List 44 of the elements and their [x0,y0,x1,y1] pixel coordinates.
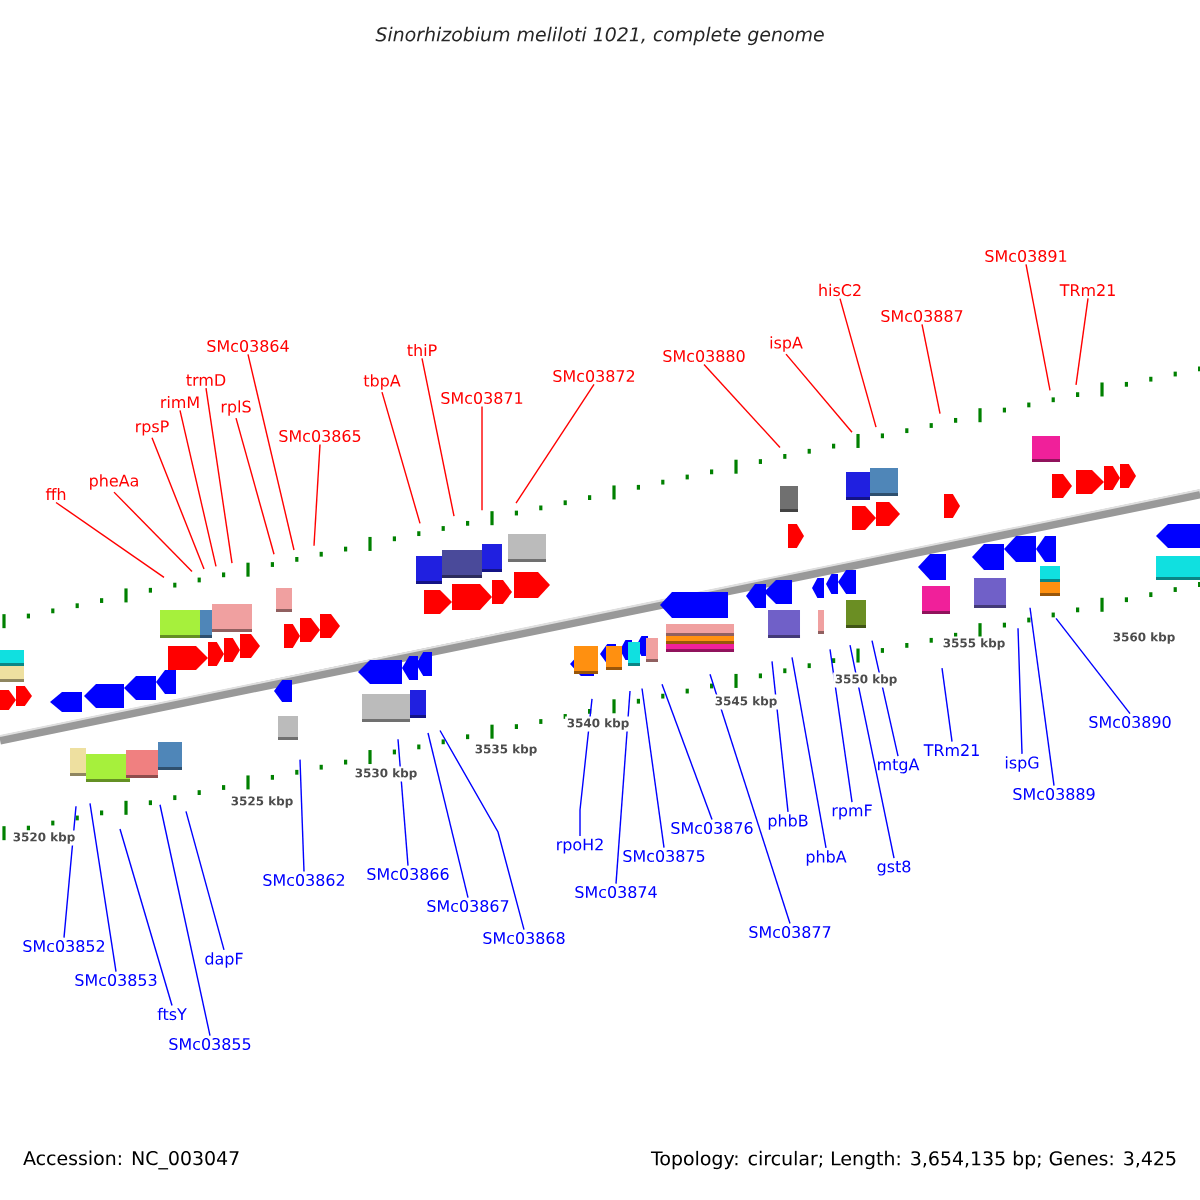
leader-line [1075,297,1089,386]
leader-line [63,805,77,939]
leader-line [941,667,953,743]
leader-line [515,383,595,504]
leader-line [421,357,455,517]
leader-line [481,405,483,511]
leader-line [709,673,791,925]
leader-line [113,491,193,573]
leader-line [185,810,225,951]
leader-line [703,363,781,449]
leader-line [771,660,789,813]
leader-line [785,353,853,433]
leader-line [921,323,941,415]
leader-line [439,729,525,931]
leader-line [89,802,117,973]
leader-line [641,687,665,849]
leader-line [829,648,853,803]
leader-line [579,698,593,837]
leader-line [1029,607,1055,787]
leader-line [839,297,877,428]
leader-line [313,443,321,547]
leader-line [791,656,827,849]
leader-line [1055,617,1131,715]
leader-line [159,804,211,1037]
leader-line [179,409,217,568]
leader-line [151,437,205,570]
leader-line [1017,627,1023,755]
leader-line [661,683,713,821]
leader-line [1025,263,1051,392]
leader-line [299,758,305,873]
leader-line [871,639,899,757]
footer-text: Accession: NC_003047 [23,1150,239,1170]
leader-line [381,391,421,525]
leader-line [247,353,295,551]
leader-line [235,417,275,555]
leader-line [427,732,469,899]
leader-line [205,387,233,564]
title: Sinorhizobium meliloti 1021, complete genome [375,26,824,46]
leader-line [615,690,631,885]
leader-line [397,738,409,867]
footer-text: Topology: circular; Length: 3,654,135 bp; Genes: 3,425 [650,1150,1176,1170]
leader-line [55,501,165,579]
leader-line [849,644,895,859]
leader-line [119,828,173,1007]
